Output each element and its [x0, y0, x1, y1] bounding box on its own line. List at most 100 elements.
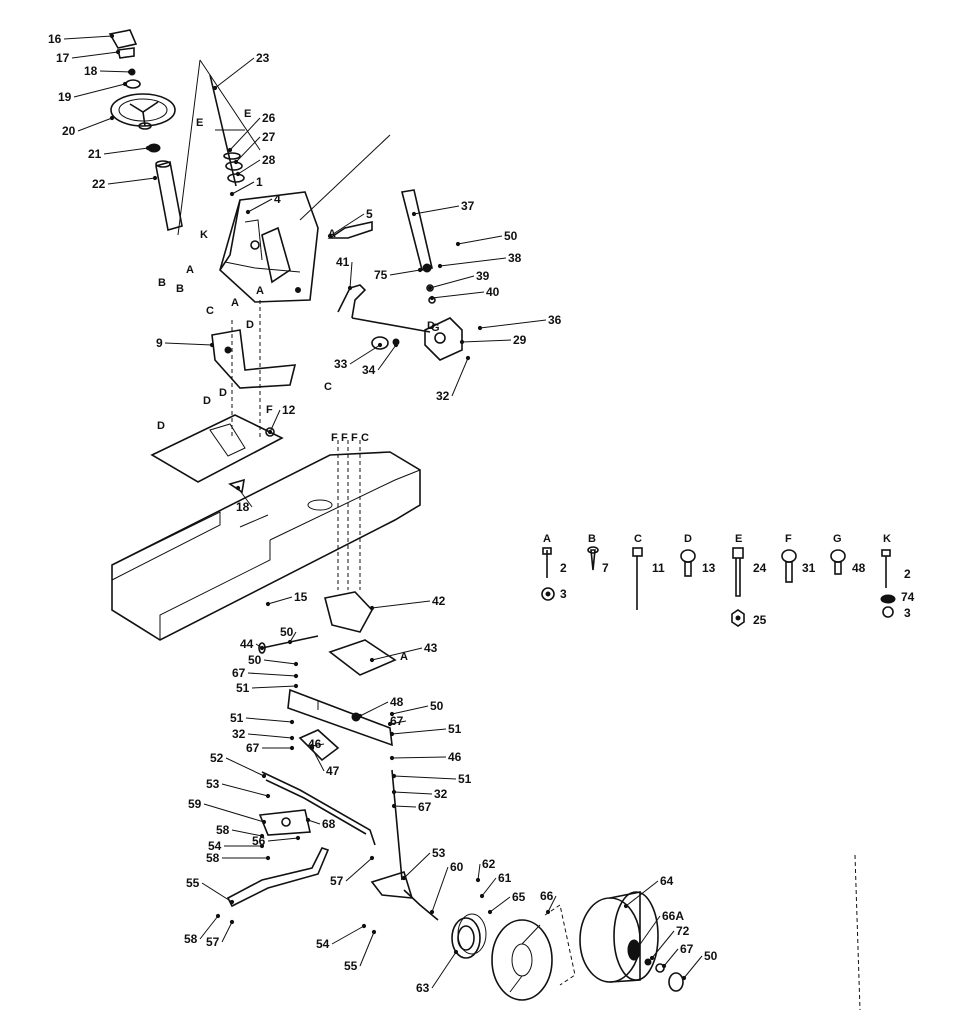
callout-47: 47 — [309, 745, 340, 778]
leader-arrow — [623, 903, 629, 909]
leader-line — [391, 705, 429, 715]
leader-arrow — [127, 69, 133, 75]
callout-32: 32 — [391, 787, 448, 801]
leader-arrow — [475, 877, 481, 883]
callout-label: 32 — [434, 787, 448, 801]
leader-line — [311, 747, 325, 772]
leader-line — [547, 895, 557, 913]
leader-line — [221, 921, 233, 943]
callout-38: 38 — [437, 251, 522, 269]
leader-line — [229, 117, 261, 151]
callout-53: 53 — [206, 777, 271, 799]
callout-51: 51 — [230, 711, 295, 725]
leader-line — [247, 198, 273, 213]
hardware-legend: A 2 3 B 7 C 11 D 13 E 24 25 F 31 G 48 K … — [541, 533, 915, 627]
leader-line — [651, 930, 675, 959]
callout-55: 55 — [344, 929, 377, 973]
leader-arrow — [361, 923, 367, 929]
spindle — [370, 769, 439, 921]
callout-5: 5 — [327, 207, 373, 239]
callout-label: 75 — [374, 268, 388, 282]
leader-line — [245, 717, 293, 723]
leader-line — [251, 685, 297, 689]
leader-arrow — [259, 843, 265, 849]
leader-line — [269, 409, 281, 433]
leader-arrow — [293, 673, 299, 679]
callout-64: 64 — [623, 874, 674, 909]
leader-arrow — [227, 147, 233, 153]
leader-line — [377, 344, 397, 371]
callout-1: 1 — [229, 175, 263, 197]
leader-arrow — [391, 803, 397, 809]
callout-66A: 66A — [633, 909, 684, 953]
callout-label: 20 — [62, 124, 76, 138]
leader-arrow — [265, 855, 271, 861]
callout-label: 52 — [210, 751, 224, 765]
axle-support — [324, 591, 373, 633]
callout-51: 51 — [391, 772, 472, 786]
callout-label: 65 — [512, 890, 526, 904]
leader-arrow — [229, 899, 235, 905]
leader-arrow — [293, 683, 299, 689]
mounting-bracket — [211, 329, 297, 389]
callout-62: 62 — [475, 857, 496, 883]
steering-console-housing — [219, 191, 319, 303]
legend-a-num-3: 3 — [560, 587, 567, 601]
callout-label: 50 — [248, 653, 262, 667]
legend-g-num-48: 48 — [852, 561, 866, 575]
leader-arrow — [267, 429, 273, 435]
hardware-reference-e: E — [244, 108, 251, 120]
leader-line — [371, 647, 423, 661]
leader-line — [203, 803, 265, 823]
console-bracket — [327, 221, 373, 239]
callout-52: 52 — [210, 751, 267, 779]
leader-arrow — [109, 115, 115, 121]
hardware-reference-g: G — [431, 322, 440, 334]
leader-line — [393, 791, 433, 795]
leader-arrow — [427, 285, 433, 291]
legend-f-num-31: 31 — [802, 561, 816, 575]
callout-60: 60 — [429, 860, 464, 915]
legend-k-num-3: 3 — [904, 606, 911, 620]
leader-arrow — [122, 81, 128, 87]
callout-15: 15 — [265, 590, 308, 607]
callout-label: 57 — [330, 874, 344, 888]
leader-line — [625, 880, 659, 907]
leader-line — [429, 275, 475, 289]
leader-arrow — [109, 33, 115, 39]
pitman-arm — [337, 284, 431, 333]
steering-cap — [108, 29, 138, 49]
leader-line — [391, 728, 447, 735]
leader-line — [359, 701, 389, 717]
callout-label: 32 — [232, 727, 246, 741]
callout-57: 57 — [206, 919, 235, 949]
hardware-reference-a: A — [256, 285, 264, 297]
callout-label: 40 — [486, 285, 500, 299]
hardware-reference-a: A — [231, 297, 239, 309]
callout-label: 1 — [256, 175, 263, 189]
callout-label: 58 — [216, 823, 230, 837]
callout-label: 57 — [206, 935, 220, 949]
leader-line — [389, 269, 421, 276]
leader-line — [349, 344, 381, 365]
hardware-reference-d: D — [157, 420, 165, 432]
leader-arrow — [152, 175, 158, 181]
leader-line — [393, 805, 417, 808]
leader-arrow — [649, 955, 655, 961]
leader-line — [457, 235, 503, 245]
legend-letter-a: A — [543, 533, 551, 545]
legend-k-num-74: 74 — [901, 590, 915, 604]
leader-arrow — [287, 639, 293, 645]
leader-arrow — [229, 919, 235, 925]
callout-41: 41 — [336, 255, 353, 291]
callout-21: 21 — [88, 145, 151, 161]
leader-arrow — [259, 833, 265, 839]
callout-label: 32 — [436, 389, 450, 403]
callout-51: 51 — [389, 722, 462, 737]
callout-label: 44 — [240, 637, 254, 651]
leader-line — [481, 877, 497, 897]
leader-line — [489, 896, 511, 913]
hardware-reference-a: A — [400, 651, 408, 663]
leader-arrow — [477, 325, 483, 331]
leader-arrow — [259, 645, 265, 651]
